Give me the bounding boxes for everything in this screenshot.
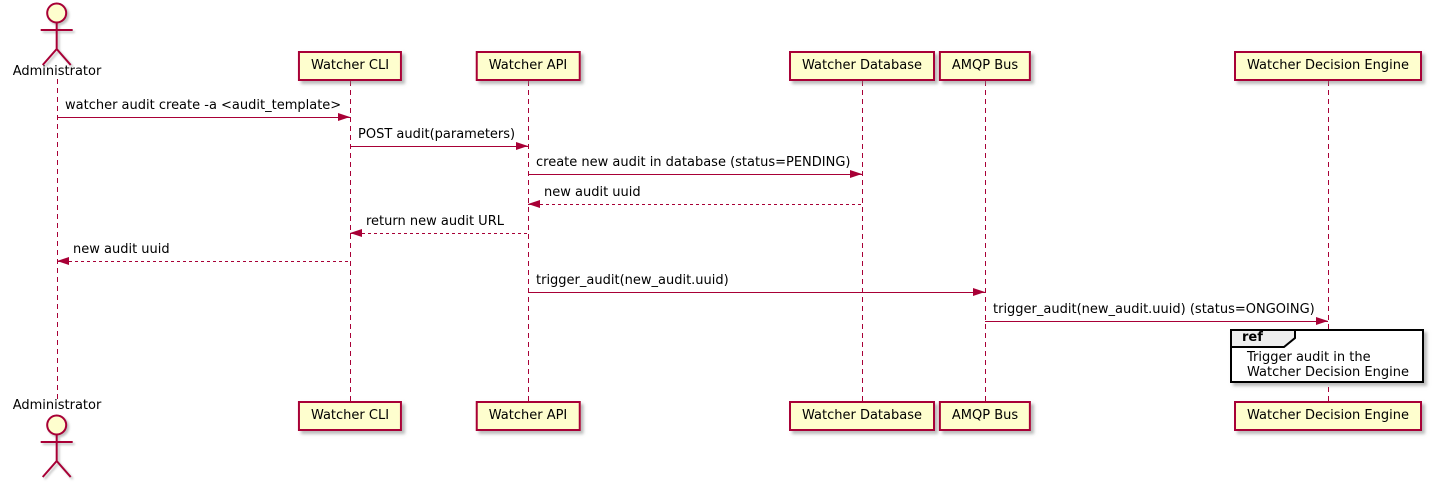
message-label: new audit uuid — [544, 185, 641, 200]
participant-amqp-bus-top: AMQP Bus — [938, 51, 1032, 81]
message-post-audit: POST audit(parameters) — [350, 127, 528, 150]
participant-watcher-decision-engine-bottom: Watcher Decision Engine — [1234, 401, 1422, 431]
actor-administrator-bottom: Administrator — [12, 398, 102, 480]
arrowhead-icon — [528, 200, 540, 208]
message-label: create new audit in database (status=PEN… — [536, 155, 851, 170]
message-label: return new audit URL — [366, 214, 504, 229]
participant-watcher-cli-bottom: Watcher CLI — [297, 401, 403, 431]
arrowhead-icon — [973, 288, 985, 296]
ref-text-line: Trigger audit in the — [1247, 350, 1371, 365]
ref-fragment: ref Trigger audit in the Watcher Decisio… — [1230, 329, 1424, 383]
message-new-audit-uuid-return: new audit uuid — [528, 185, 862, 208]
message-return-new-audit-url: return new audit URL — [350, 214, 528, 237]
message-line — [528, 200, 862, 208]
ref-pentagon-icon — [1230, 329, 1296, 348]
arrowhead-icon — [850, 170, 862, 178]
actor-icon — [41, 2, 73, 66]
arrowhead-icon — [1316, 317, 1328, 325]
message-label: trigger_audit(new_audit.uuid) — [536, 273, 729, 288]
participant-amqp-bus-bottom: AMQP Bus — [938, 401, 1032, 431]
message-label: POST audit(parameters) — [358, 127, 516, 142]
ref-text: Trigger audit in the Watcher Decision En… — [1232, 331, 1422, 380]
lifeline-watcher-cli — [350, 81, 351, 401]
actor-label: Administrator — [12, 64, 102, 79]
message-watcher-audit-create: watcher audit create -a <audit_template> — [57, 98, 350, 121]
message-trigger-audit: trigger_audit(new_audit.uuid) — [528, 273, 985, 296]
arrowhead-icon — [338, 113, 350, 121]
lifeline-administrator — [57, 79, 58, 399]
message-create-new-audit: create new audit in database (status=PEN… — [528, 155, 862, 178]
lifeline-watcher-database — [862, 81, 863, 401]
message-line — [528, 288, 985, 296]
message-line — [528, 170, 862, 178]
actor-label: Administrator — [12, 398, 102, 413]
ref-header: ref — [1230, 329, 1296, 348]
message-label: watcher audit create -a <audit_template> — [65, 98, 342, 113]
lifeline-amqp-bus — [985, 81, 986, 401]
ref-keyword: ref — [1242, 330, 1263, 345]
message-line — [57, 113, 350, 121]
participant-watcher-decision-engine-top: Watcher Decision Engine — [1234, 51, 1422, 81]
message-new-audit-uuid-to-admin: new audit uuid — [57, 242, 350, 265]
message-line — [350, 229, 528, 237]
arrowhead-icon — [350, 229, 362, 237]
lifeline-watcher-api — [528, 81, 529, 401]
message-label: trigger_audit(new_audit.uuid) (status=ON… — [993, 302, 1315, 317]
participant-watcher-cli-top: Watcher CLI — [297, 51, 403, 81]
actor-icon — [41, 414, 73, 478]
lifeline-watcher-decision-engine — [1328, 81, 1329, 401]
ref-text-line: Watcher Decision Engine — [1247, 365, 1409, 380]
participant-watcher-api-bottom: Watcher API — [475, 401, 581, 431]
participant-watcher-database-top: Watcher Database — [789, 51, 935, 81]
message-line — [350, 142, 528, 150]
participant-watcher-database-bottom: Watcher Database — [789, 401, 935, 431]
arrowhead-icon — [516, 142, 528, 150]
message-trigger-audit-ongoing: trigger_audit(new_audit.uuid) (status=ON… — [985, 302, 1328, 325]
message-line — [57, 257, 350, 265]
participant-watcher-api-top: Watcher API — [475, 51, 581, 81]
actor-administrator-top: Administrator — [12, 2, 102, 79]
message-line — [985, 317, 1328, 325]
arrowhead-icon — [57, 257, 69, 265]
message-label: new audit uuid — [73, 242, 170, 257]
